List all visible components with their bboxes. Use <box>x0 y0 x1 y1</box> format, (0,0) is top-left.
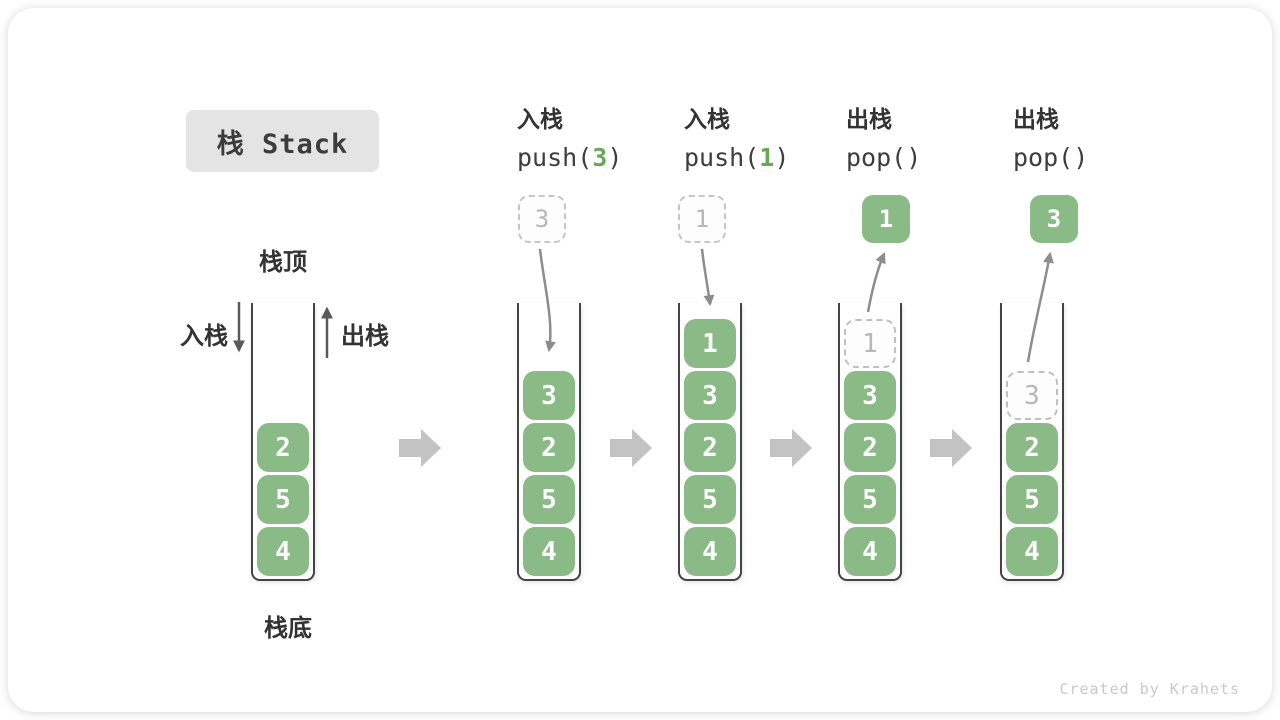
operation-argument: 3 <box>592 143 608 172</box>
stack-cell: 5 <box>844 475 896 524</box>
operation-header-push-3: 入栈 push(3) <box>517 104 622 174</box>
operation-code: pop() <box>1013 142 1088 174</box>
stack-cell: 3 <box>1006 371 1058 420</box>
flow-arrow-icon <box>610 429 652 467</box>
push-1-arrow-icon <box>700 248 715 307</box>
stack-cell: 4 <box>523 527 575 576</box>
operation-argument: 1 <box>759 143 775 172</box>
operation-label: 出栈 <box>846 107 892 133</box>
stack-bottom-label: 栈底 <box>264 614 312 642</box>
operation-label: 出栈 <box>1013 107 1059 133</box>
stack-cell: 2 <box>523 423 575 472</box>
stack-cell: 2 <box>844 423 896 472</box>
operation-code-text: pop() <box>846 143 922 172</box>
flow-arrow-icon <box>770 429 812 467</box>
stack-cell: 3 <box>523 371 575 420</box>
stack-cell: 5 <box>257 475 309 524</box>
stack-cell: 1 <box>684 319 736 368</box>
stack-cell: 4 <box>257 527 309 576</box>
flow-arrow-icon <box>399 429 441 467</box>
operation-header-pop-1: 出栈 pop() <box>846 104 921 174</box>
floating-value-box: 3 <box>518 195 566 243</box>
push-direction-label: 入栈 <box>180 322 228 350</box>
operation-header-pop-3: 出栈 pop() <box>1013 104 1088 174</box>
operation-code-text: push( <box>517 143 593 172</box>
stack-cell: 3 <box>844 371 896 420</box>
stack-cell: 1 <box>844 319 896 368</box>
stack-cell: 5 <box>523 475 575 524</box>
stack-cell: 2 <box>257 423 309 472</box>
floating-value-box: 3 <box>1030 195 1078 243</box>
stack-cell: 2 <box>1006 423 1058 472</box>
pop-direction-label: 出栈 <box>341 322 389 350</box>
stack-cell: 5 <box>684 475 736 524</box>
title-badge: 栈 Stack <box>186 110 379 172</box>
operation-label: 入栈 <box>517 107 563 133</box>
operation-code-text: ) <box>774 143 790 172</box>
floating-value-box: 1 <box>862 195 910 243</box>
operation-code: push(3) <box>517 142 622 174</box>
operation-code: push(1) <box>684 142 789 174</box>
stack-cell: 4 <box>684 527 736 576</box>
stack-cell: 3 <box>684 371 736 420</box>
operation-code: pop() <box>846 142 921 174</box>
operation-code-text: pop() <box>1013 143 1089 172</box>
stack-cell: 4 <box>844 527 896 576</box>
watermark: Created by Krahets <box>1059 680 1240 698</box>
operation-header-push-1: 入栈 push(1) <box>684 104 789 174</box>
stack-top-label: 栈顶 <box>259 248 307 276</box>
flow-arrow-icon <box>930 429 972 467</box>
stack-cell: 4 <box>1006 527 1058 576</box>
title-text: 栈 Stack <box>216 128 349 160</box>
operation-label: 入栈 <box>684 107 730 133</box>
operation-code-text: ) <box>607 143 623 172</box>
stack-cell: 2 <box>684 423 736 472</box>
floating-value-box: 1 <box>678 195 726 243</box>
operation-code-text: push( <box>684 143 760 172</box>
stack-cell: 5 <box>1006 475 1058 524</box>
